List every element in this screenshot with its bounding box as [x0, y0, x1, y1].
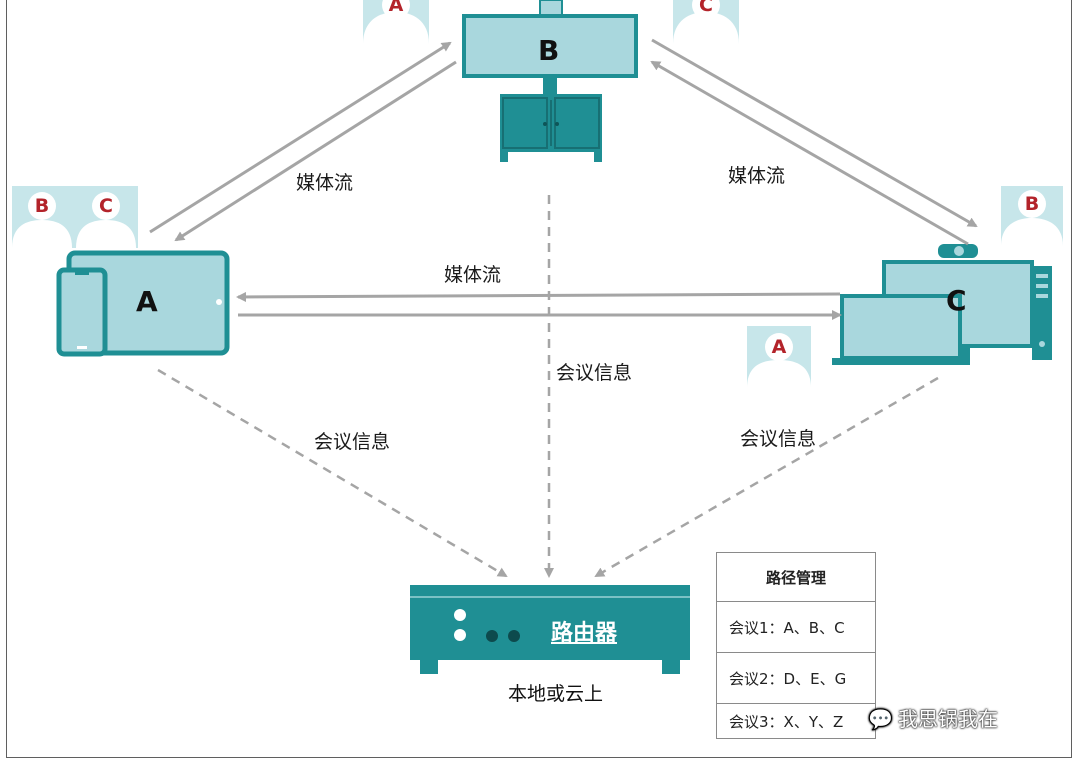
media-stream-label-ab: 媒体流	[296, 172, 354, 194]
avatar-c-top-right	[673, 0, 739, 44]
router-label: 路由器	[551, 621, 618, 646]
meeting-info-label-a: 会议信息	[314, 431, 391, 453]
diagram-scene	[12, 0, 1063, 674]
path-table-row: 会议2：D、E、G	[716, 652, 876, 704]
path-management-table: 路径管理 会议1：A、B、C 会议2：D、E、G 会议3：X、Y、Z	[716, 552, 876, 739]
meeting-info-label-c: 会议信息	[740, 428, 817, 450]
router-caption: 本地或云上	[508, 683, 604, 705]
meeting-info-arrows	[157, 195, 939, 578]
device-c-icon	[832, 244, 1052, 365]
badge-a-top-left: A	[382, 0, 410, 19]
avatar-group-near-a	[12, 186, 138, 248]
path-table-header: 路径管理	[716, 552, 876, 602]
media-stream-label-ac: 媒体流	[444, 264, 502, 286]
wechat-icon: 💬	[868, 707, 893, 731]
watermark-text: 💬我思锅我在	[868, 703, 998, 732]
device-a-label: A	[136, 285, 158, 318]
device-a-icon	[56, 250, 230, 357]
device-c-label: C	[946, 284, 967, 317]
watermark-label: 我思锅我在	[898, 707, 998, 731]
media-stream-arrows	[149, 38, 978, 320]
badge-b-near-c: B	[1018, 190, 1046, 218]
path-table-row: 会议1：A、B、C	[716, 601, 876, 653]
device-b-icon	[462, 0, 638, 162]
badge-b-near-a: B	[28, 192, 56, 220]
device-b-label: B	[538, 34, 560, 67]
router-icon	[410, 585, 690, 674]
badge-a-near-c: A	[765, 333, 793, 361]
media-stream-label-bc: 媒体流	[728, 165, 786, 187]
path-table-row: 会议3：X、Y、Z	[716, 703, 876, 739]
badge-c-top-right: C	[692, 0, 720, 19]
badge-c-near-a: C	[92, 192, 120, 220]
meeting-info-label-b: 会议信息	[556, 362, 633, 384]
